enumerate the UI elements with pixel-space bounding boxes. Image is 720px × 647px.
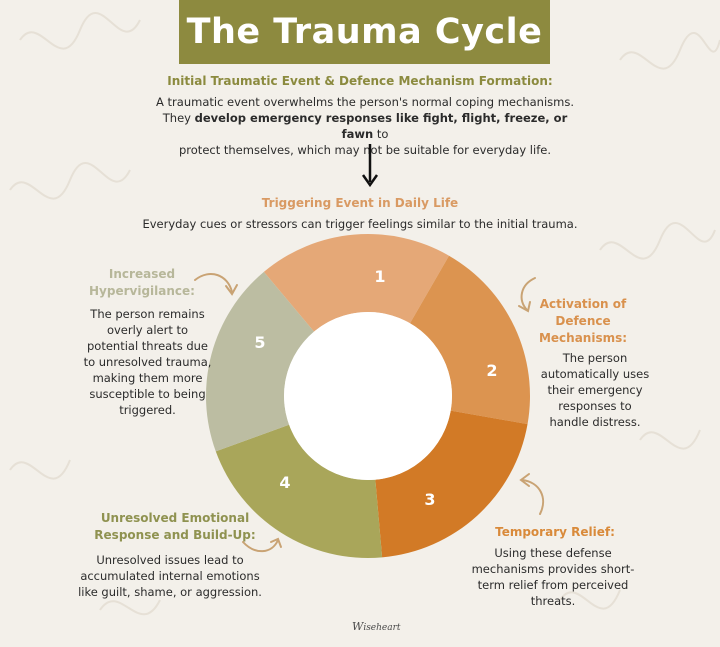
cycle-segment-2 bbox=[410, 255, 530, 425]
stage-5-text: The person remains overly alert to poten… bbox=[83, 307, 212, 417]
stage-number-1: 1 bbox=[374, 267, 385, 286]
trigger-heading: Triggering Event in Daily Life bbox=[261, 196, 459, 210]
logo: Wiseheart bbox=[352, 620, 401, 633]
stage-3-heading: Temporary Relief: bbox=[495, 525, 615, 539]
stage-number-2: 2 bbox=[486, 361, 497, 380]
curved-arrow-icon-2 bbox=[520, 277, 536, 311]
donut-center bbox=[284, 312, 452, 480]
intro-line-3: protect themselves, which may not be sui… bbox=[179, 143, 551, 157]
stage-3-text: Using these defense mechanisms provides … bbox=[471, 546, 635, 608]
stage-4-text: Unresolved issues lead to accumulated in… bbox=[78, 553, 262, 599]
page-title: The Trauma Cycle bbox=[186, 12, 543, 52]
stage-number-4: 4 bbox=[279, 473, 290, 492]
trigger-text: Everyday cues or stressors can trigger f… bbox=[142, 217, 578, 231]
stage-2-heading: Activation of Defence Mechanisms: bbox=[538, 297, 628, 345]
intro-line-2: They develop emergency responses like fi… bbox=[162, 111, 568, 141]
cycle-segment-4 bbox=[215, 424, 383, 558]
intro-text: A traumatic event overwhelms the person'… bbox=[150, 94, 580, 158]
title-banner: The Trauma Cycle bbox=[179, 0, 550, 64]
stage-2-text: The person automatically uses their emer… bbox=[540, 351, 650, 429]
cycle-segment-5 bbox=[206, 271, 315, 452]
stage-5-heading: Increased Hypervigilance: bbox=[89, 267, 195, 298]
intro-line-1: A traumatic event overwhelms the person'… bbox=[156, 95, 574, 109]
cycle-segment-1 bbox=[263, 233, 449, 332]
intro-emphasis: develop emergency responses like fight, … bbox=[194, 111, 568, 141]
down-arrow-icon bbox=[361, 144, 379, 188]
curved-arrow-icon-4 bbox=[242, 539, 279, 553]
curved-arrow-icon-3 bbox=[521, 479, 545, 515]
curved-arrow-icon-5 bbox=[194, 273, 233, 293]
intro-heading: Initial Traumatic Event & Defence Mechan… bbox=[167, 74, 553, 88]
stage-number-3: 3 bbox=[424, 490, 435, 509]
stage-4-heading: Unresolved Emotional Response and Build-… bbox=[94, 511, 256, 542]
cycle-segment-3 bbox=[375, 410, 528, 558]
stage-number-5: 5 bbox=[254, 333, 265, 352]
